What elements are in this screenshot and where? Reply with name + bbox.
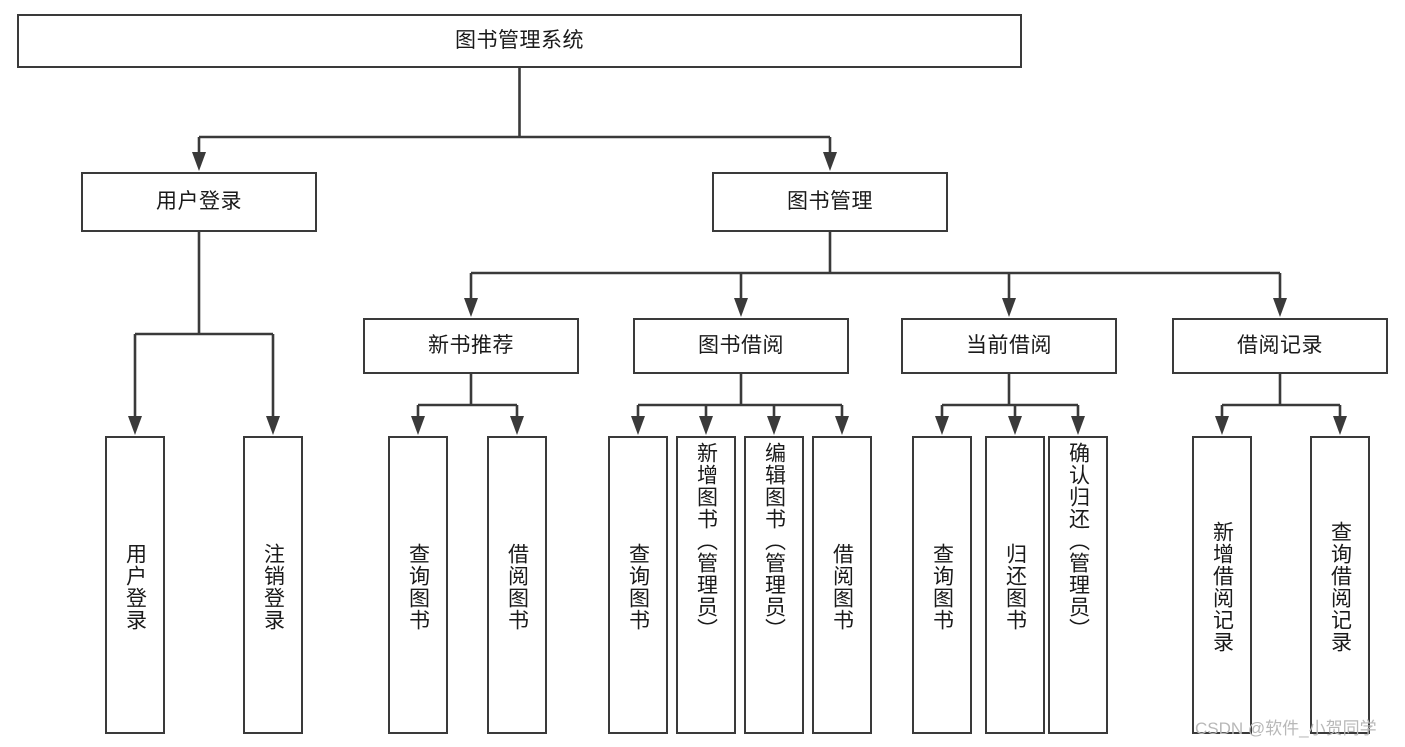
arrowhead <box>411 416 425 435</box>
node-leaf-borrow-book-1[interactable]: 借阅图书 <box>487 436 547 734</box>
arrowhead <box>823 152 837 171</box>
node-label: 用户登录 <box>156 189 242 213</box>
node-leaf-query-book-1[interactable]: 查询图书 <box>388 436 448 734</box>
node-new-book-rec[interactable]: 新书推荐 <box>363 318 579 374</box>
arrowhead <box>1273 298 1287 317</box>
node-label: 注销登录 <box>261 543 285 631</box>
node-root[interactable]: 图书管理系统 <box>17 14 1022 68</box>
node-label: 确认归还（管理员） <box>1066 442 1090 640</box>
node-leaf-logout[interactable]: 注销登录 <box>243 436 303 734</box>
node-label: 查询图书 <box>930 543 954 631</box>
node-leaf-confirm-return[interactable]: 确认归还（管理员） <box>1048 436 1108 734</box>
arrowhead <box>510 416 524 435</box>
node-leaf-edit-book[interactable]: 编辑图书（管理员） <box>744 436 804 734</box>
node-leaf-borrow-book-2[interactable]: 借阅图书 <box>812 436 872 734</box>
arrowhead <box>1333 416 1347 435</box>
node-label: 新增借阅记录 <box>1210 521 1234 653</box>
node-label: 编辑图书（管理员） <box>762 442 786 640</box>
node-leaf-query-book-3[interactable]: 查询图书 <box>912 436 972 734</box>
node-current-borrow[interactable]: 当前借阅 <box>901 318 1117 374</box>
node-label: 图书借阅 <box>698 333 784 357</box>
node-book-borrow[interactable]: 图书借阅 <box>633 318 849 374</box>
arrowhead <box>767 416 781 435</box>
node-label: 新增图书（管理员） <box>694 442 718 640</box>
node-leaf-query-record[interactable]: 查询借阅记录 <box>1310 436 1370 734</box>
arrowhead <box>1071 416 1085 435</box>
arrowhead <box>835 416 849 435</box>
arrowhead <box>464 298 478 317</box>
node-book-manage[interactable]: 图书管理 <box>712 172 948 232</box>
node-label: 借阅图书 <box>830 543 854 631</box>
node-label: 新书推荐 <box>428 333 514 357</box>
node-user-login[interactable]: 用户登录 <box>81 172 317 232</box>
node-label: 当前借阅 <box>966 333 1052 357</box>
node-leaf-add-record[interactable]: 新增借阅记录 <box>1192 436 1252 734</box>
watermark: CSDN @软件_小贺同学 <box>1195 719 1377 738</box>
node-borrow-record[interactable]: 借阅记录 <box>1172 318 1388 374</box>
node-label: 查询图书 <box>626 543 650 631</box>
arrowhead <box>734 298 748 317</box>
node-label: 查询借阅记录 <box>1328 521 1352 653</box>
arrowhead <box>1008 416 1022 435</box>
node-label: 借阅图书 <box>505 543 529 631</box>
node-label: 查询图书 <box>406 543 430 631</box>
arrowhead <box>1002 298 1016 317</box>
node-label: 借阅记录 <box>1237 333 1323 357</box>
arrowhead <box>1215 416 1229 435</box>
node-label: 归还图书 <box>1003 543 1027 631</box>
arrowhead <box>935 416 949 435</box>
node-label: 图书管理 <box>787 189 873 213</box>
arrowhead <box>128 416 142 435</box>
arrowhead <box>266 416 280 435</box>
node-label: 用户登录 <box>123 543 147 631</box>
arrowhead <box>192 152 206 171</box>
node-leaf-return-book[interactable]: 归还图书 <box>985 436 1045 734</box>
arrowhead <box>699 416 713 435</box>
node-leaf-query-book-2[interactable]: 查询图书 <box>608 436 668 734</box>
node-leaf-add-book[interactable]: 新增图书（管理员） <box>676 436 736 734</box>
node-label: 图书管理系统 <box>455 28 584 52</box>
node-leaf-user-login[interactable]: 用户登录 <box>105 436 165 734</box>
arrowhead <box>631 416 645 435</box>
